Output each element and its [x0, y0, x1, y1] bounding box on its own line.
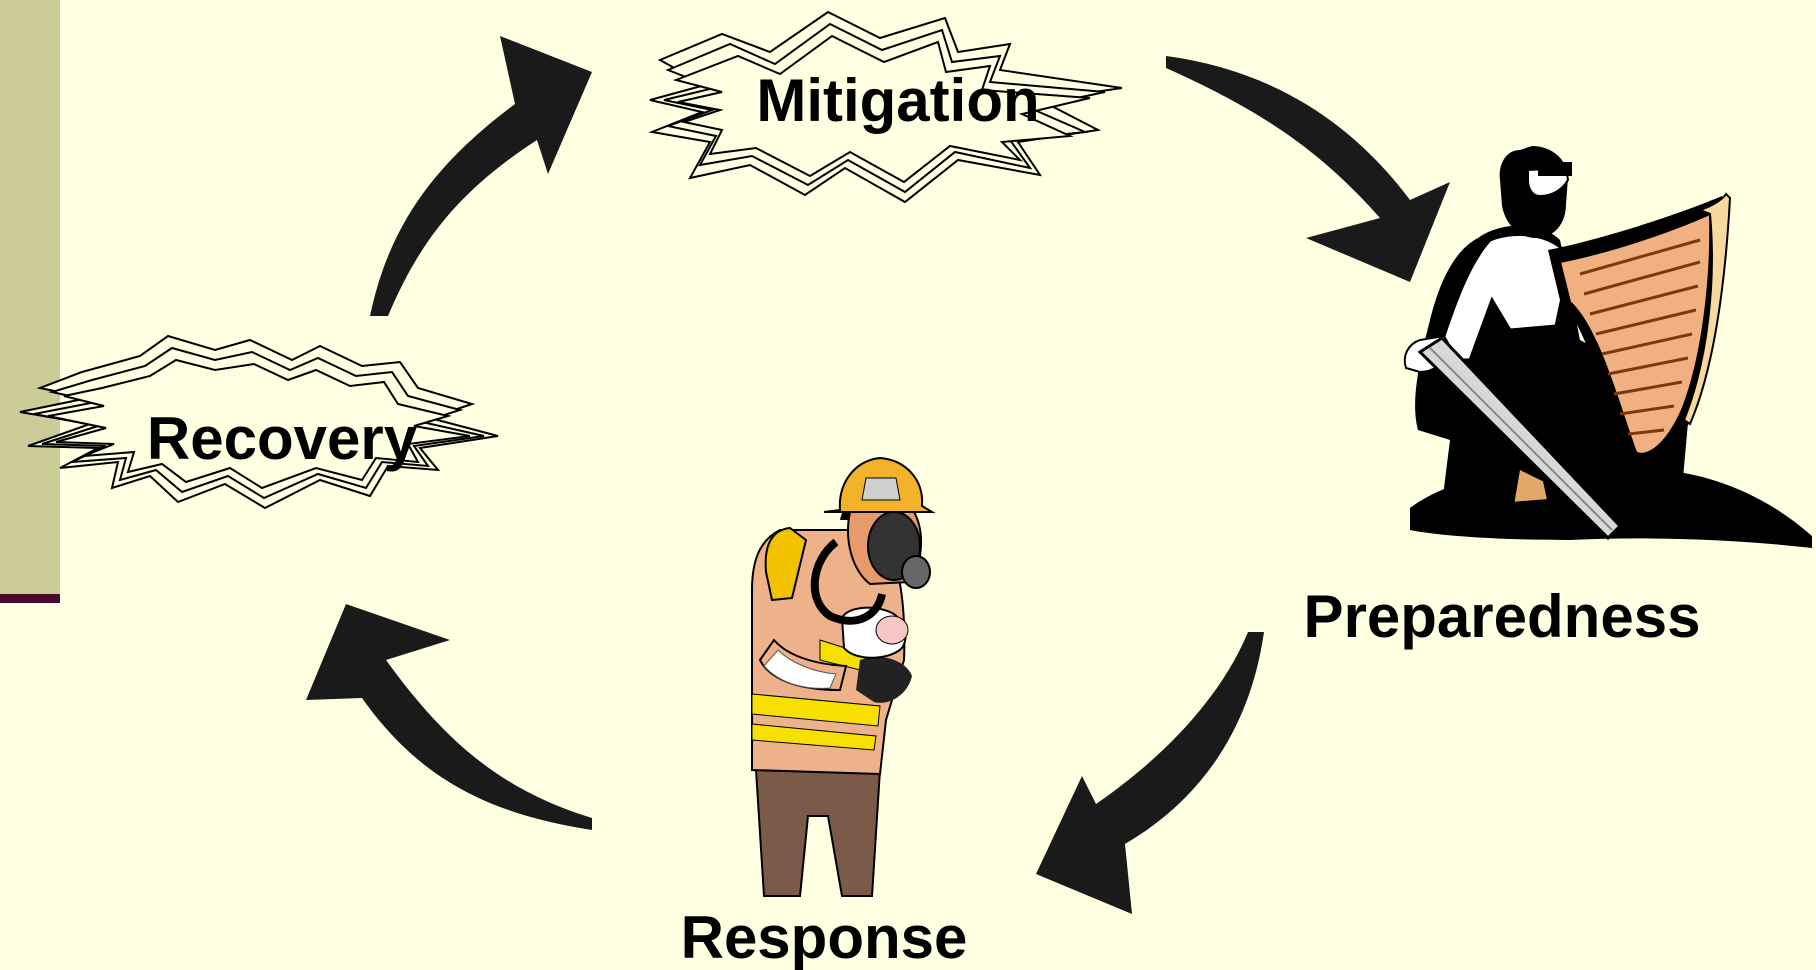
- recovery-burst: Recovery: [19, 334, 499, 510]
- arrow-response-to-recovery: [306, 604, 592, 830]
- preparedness-label: Preparedness: [1304, 583, 1701, 650]
- firefighter-carrying-baby-icon: [751, 456, 936, 897]
- side-bar-edge: [0, 594, 60, 603]
- arrow-mitigation-to-preparedness: [1166, 56, 1450, 282]
- mitigation-burst: Mitigation: [648, 10, 1123, 204]
- recovery-label: Recovery: [147, 405, 418, 472]
- response-label: Response: [681, 904, 968, 970]
- side-bar: [0, 0, 60, 598]
- arrow-recovery-to-mitigation: [370, 36, 592, 316]
- arrow-preparedness-to-response: [1036, 632, 1264, 914]
- man-with-sword-and-shield-icon: [1403, 146, 1812, 548]
- mitigation-label: Mitigation: [756, 67, 1039, 134]
